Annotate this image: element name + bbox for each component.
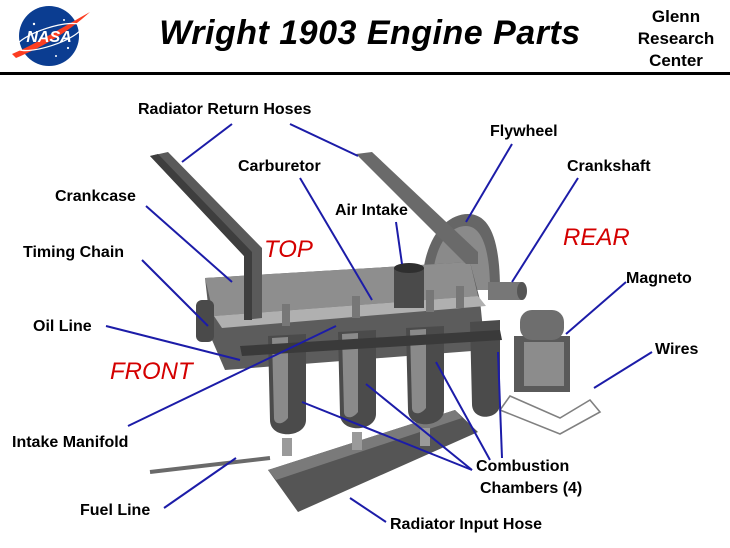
center-name: Glenn Research Center [626, 6, 726, 72]
label-crankshaft: Crankshaft [567, 158, 651, 175]
nasa-logo-text: NASA [26, 29, 71, 46]
label-air-intake: Air Intake [335, 202, 408, 219]
center-name-line-3: Center [649, 51, 703, 70]
crankshaft-shaft [488, 282, 522, 300]
label-flywheel: Flywheel [490, 123, 558, 140]
direction-top: TOP [264, 236, 313, 263]
label-oil-line: Oil Line [33, 318, 92, 335]
magneto [514, 310, 570, 392]
spark-plugs [282, 428, 430, 456]
center-name-line-1: Glenn [651, 7, 701, 26]
label-intake-manifold: Intake Manifold [12, 434, 129, 451]
direction-front: FRONT [110, 358, 193, 385]
wires [498, 395, 602, 435]
label-wires: Wires [655, 341, 699, 358]
header: NASA Wright 1903 Engine Parts Glenn Rese… [0, 0, 730, 74]
label-carburetor: Carburetor [238, 158, 321, 175]
timing-chain-cover [196, 300, 214, 342]
intake-manifold [240, 330, 502, 356]
fuel-line-pipe [149, 456, 271, 474]
page-title: Wright 1903 Engine Parts [159, 14, 581, 52]
header-divider [0, 72, 730, 75]
combustion-chambers [268, 320, 500, 435]
leader-lines [105, 123, 653, 523]
label-combustion-chambers-line-2: Chambers (4) [480, 480, 583, 497]
label-radiator-input-hose: Radiator Input Hose [390, 516, 543, 533]
label-crankcase: Crankcase [55, 188, 136, 205]
center-name-line-2: Research [637, 29, 715, 48]
label-magneto: Magneto [626, 270, 692, 287]
radiator-return-hose-right [356, 152, 478, 264]
nasa-logo: NASA [12, 6, 90, 66]
label-timing-chain: Timing Chain [23, 244, 125, 261]
label-radiator-return-hoses: Radiator Return Hoses [138, 101, 312, 118]
engine-diagram: Radiator Return Hoses Flywheel Carbureto… [0, 76, 730, 548]
air-intake [394, 268, 424, 308]
label-combustion-chambers-line-1: Combustion [476, 458, 570, 475]
valve-springs [282, 286, 464, 326]
label-fuel-line: Fuel Line [80, 502, 151, 519]
engine-illustration [105, 123, 653, 523]
direction-rear: REAR [563, 224, 630, 251]
